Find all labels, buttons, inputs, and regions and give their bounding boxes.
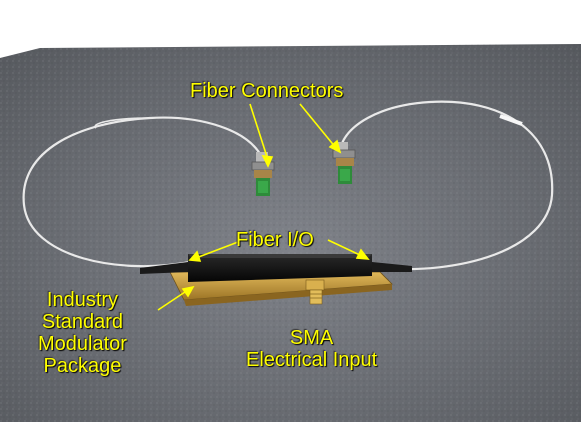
label-sma-input: SMA Electrical Input xyxy=(246,327,377,371)
label-package-line: Modulator xyxy=(38,333,127,355)
label-fiber-connectors: Fiber Connectors xyxy=(190,80,344,102)
fiber-loop-right xyxy=(338,100,554,271)
label-package-line: Standard xyxy=(41,311,124,333)
label-package-line: Package xyxy=(43,355,122,377)
modulator-package xyxy=(140,254,412,306)
label-sma-line: Electrical Input xyxy=(246,349,378,371)
label-sma-line: SMA xyxy=(289,327,334,349)
label-package-line: Industry xyxy=(46,289,119,311)
annotation-arrows xyxy=(157,103,370,311)
label-fiber-io: Fiber I/O xyxy=(236,229,314,251)
fiber-connector-right xyxy=(332,142,356,184)
fiber-connector-left xyxy=(251,152,275,196)
label-modulator-package: Industry Standard Modulator Package xyxy=(38,289,127,377)
